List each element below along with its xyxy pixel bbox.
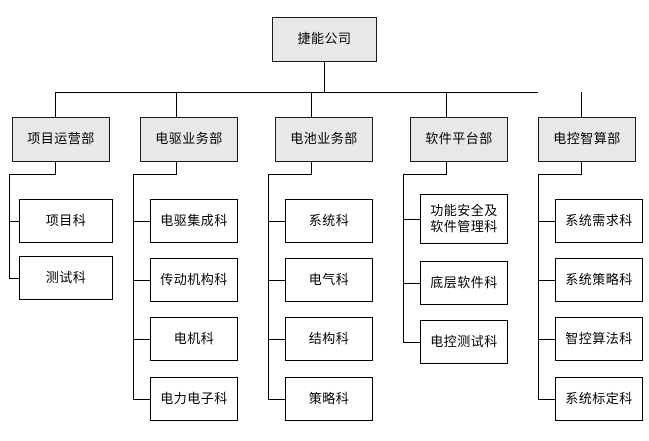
org-node-section-1-1[interactable]: 项目科 [19,199,113,243]
connector-dept-4-stem [446,162,447,174]
connector-dept-2-stub-3 [133,339,151,340]
connector-dept-2-stem [176,162,177,174]
org-node-department-2[interactable]: 电驱业务部 [140,117,238,162]
org-node-section-4-2[interactable]: 底层软件科 [420,261,508,305]
org-node-section-2-3[interactable]: 电机科 [150,317,238,361]
connector-dept-2-jog [133,174,177,175]
connector-dept-2-stub-4 [133,399,151,400]
connector-dept-2-stub-1 [133,221,151,222]
connector-root-stem [324,62,325,92]
org-node-section-2-2[interactable]: 传动机构科 [150,258,238,302]
org-node-section-3-3[interactable]: 结构科 [285,317,373,361]
org-node-section-3-1[interactable]: 系统科 [285,199,373,243]
connector-dept-4-stub-3 [403,342,421,343]
org-node-section-3-4[interactable]: 策略科 [285,377,373,421]
org-node-section-2-1[interactable]: 电驱集成科 [150,199,238,243]
connector-dept-1-stem [55,162,56,174]
connector-dept-3-jog [268,174,312,175]
connector-dept-1-drop [55,92,56,117]
connector-dept-3-stub-4 [268,399,286,400]
org-node-section-3-2[interactable]: 电气科 [285,258,373,302]
connector-dept-3-spine [268,174,269,399]
connector-dept-3-stub-3 [268,339,286,340]
connector-dept-1-stub-1 [9,221,20,222]
org-node-section-2-4[interactable]: 电力电子科 [150,377,238,421]
org-node-section-5-3[interactable]: 智控算法科 [555,317,643,361]
org-node-department-5[interactable]: 电控智算部 [538,117,636,162]
connector-dept-5-stub-3 [538,339,556,340]
connector-dept-5-stem [581,162,582,174]
org-node-section-5-1[interactable]: 系统需求科 [555,199,643,243]
connector-dept-1-spine [9,174,10,278]
connector-dept-5-drop [581,92,582,117]
org-node-section-1-2[interactable]: 测试科 [19,256,113,300]
org-node-department-4[interactable]: 软件平台部 [410,117,508,162]
org-node-department-1[interactable]: 项目运营部 [12,117,110,162]
connector-department-bus [55,92,538,93]
org-node-section-5-2[interactable]: 系统策略科 [555,258,643,302]
org-node-section-4-3[interactable]: 电控测试科 [420,320,508,364]
connector-dept-5-stub-1 [538,221,556,222]
connector-dept-3-drop [311,92,312,117]
connector-dept-2-stub-2 [133,280,151,281]
org-node-section-4-1[interactable]: 功能安全及 软件管理科 [420,194,508,244]
connector-dept-5-spine [538,174,539,399]
connector-dept-1-jog [9,174,56,175]
connector-dept-4-stub-1 [403,219,421,220]
connector-dept-5-stub-2 [538,280,556,281]
connector-dept-2-drop [176,92,177,117]
org-node-department-3[interactable]: 电池业务部 [275,117,373,162]
connector-dept-4-stub-2 [403,283,421,284]
connector-dept-3-stub-2 [268,280,286,281]
connector-dept-4-jog [403,174,447,175]
connector-dept-4-spine [403,174,404,342]
connector-dept-3-stem [311,162,312,174]
org-node-section-5-4[interactable]: 系统标定科 [555,377,643,421]
org-node-root[interactable]: 捷能公司 [272,17,377,62]
connector-dept-5-stub-4 [538,399,556,400]
connector-dept-5-jog [538,174,582,175]
connector-dept-3-stub-1 [268,221,286,222]
connector-dept-2-spine [133,174,134,399]
connector-dept-1-stub-2 [9,278,20,279]
connector-dept-4-drop [446,92,447,117]
